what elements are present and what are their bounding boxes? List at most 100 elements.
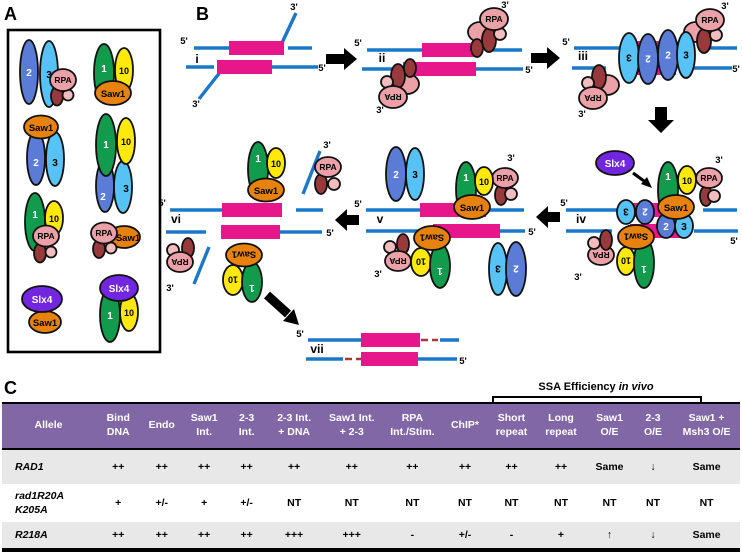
complex-slx4-1-10: 1 10 Slx4 [99, 274, 139, 343]
protein-3-label: 3 [626, 52, 632, 63]
five-prime-label: 5' [459, 356, 467, 367]
value-cell: +/- [226, 484, 267, 522]
col-header-2-3-int-dna: 2-3 Int. + DNA [266, 403, 322, 450]
col-header-2-3-oe: 2-3 O/E [632, 403, 674, 450]
rpa-label: RPA [54, 75, 71, 85]
rpa-oval [90, 221, 118, 245]
step-label-i: i [195, 52, 198, 66]
step-label-vi: vi [171, 212, 181, 226]
rpa-label: RPA [701, 15, 718, 25]
repeat-region [361, 352, 418, 366]
protein-10-label: 10 [121, 137, 131, 147]
protein-10-label: 10 [49, 214, 59, 224]
protein-1-oval [241, 261, 263, 303]
five-prime-label: 5' [296, 329, 304, 340]
col-header-bind-dna: Bind DNA [95, 403, 142, 450]
protein-1-label: 1 [32, 210, 38, 221]
five-prime-label: 5' [354, 199, 362, 210]
three-prime-label: 3' [578, 109, 586, 120]
value-cell: ++ [226, 449, 267, 484]
protein-2-label: 2 [33, 158, 39, 169]
slx4-arrowhead [641, 177, 652, 188]
rpa-label: RPA [389, 256, 406, 266]
col-header-endo: Endo [141, 403, 182, 450]
protein-1-label: 1 [249, 282, 255, 293]
arrow-down [648, 107, 674, 133]
three-prime-label: 3' [507, 153, 515, 164]
col-header-saw1-int-2-3: Saw1 Int. + 2-3 [321, 403, 383, 450]
protein-10-oval [474, 166, 494, 196]
slx4-label: Slx4 [32, 295, 53, 306]
protein-2-oval [19, 39, 39, 105]
step-iv: Slx4 RPA 3 2 10 1 Saw1 RPA 1 [560, 150, 738, 289]
three-prime-label: 3' [323, 140, 331, 151]
protein-2-label: 2 [642, 206, 648, 217]
complex-1-10-2-3: 3 1 10 2 [95, 113, 136, 214]
arrow-right [326, 48, 357, 70]
protein-3-label: 3 [412, 170, 418, 181]
complex-slx4-saw1: Saw1 Slx4 [21, 285, 63, 334]
step-label-v: v [377, 212, 384, 226]
value-cell: NT [321, 484, 383, 522]
protein-3-label: 3 [123, 184, 129, 195]
rpa-oval [695, 8, 725, 32]
rpa-subunit [327, 177, 341, 191]
value-cell: ++ [141, 522, 182, 552]
five-prime-label: 5' [354, 38, 362, 49]
step-label-iii: iii [578, 49, 588, 63]
legend-box [6, 28, 162, 354]
repeat-region [222, 203, 282, 217]
value-cell: ++ [226, 522, 267, 552]
complex-1-10-saw1: 1 10 Saw1 [93, 43, 134, 106]
value-cell: ↓ [632, 449, 674, 484]
value-cell: NT [535, 484, 587, 522]
five-prime-label: 5' [326, 228, 334, 239]
five-prime-label: 5' [560, 198, 568, 209]
value-cell: - [382, 522, 443, 552]
arrow-diagonal-head [283, 309, 299, 325]
value-cell: ++ [442, 449, 488, 484]
value-cell: Same [673, 522, 740, 552]
flap-line [192, 246, 211, 285]
saw1-oval [617, 224, 655, 250]
protein-10-label: 10 [124, 308, 134, 318]
saw1-oval [23, 114, 59, 140]
protein-10-label: 10 [271, 159, 281, 169]
col-header-saw1-oe: Saw1 O/E [586, 403, 633, 450]
rpa-oval [166, 251, 194, 273]
protein-10-label: 10 [228, 275, 238, 285]
three-prime-label: 3' [376, 105, 384, 116]
three-prime-label: 3' [166, 283, 174, 294]
protein-2-label: 2 [26, 68, 32, 79]
rpa-oval [49, 68, 77, 92]
complex-saw1-2-3: 2 3 Saw1 [23, 114, 65, 187]
saw1-label: Saw1 [623, 231, 648, 242]
value-cell: ++ [181, 449, 227, 484]
complex-1-10-rpa: 1 10 RPA [24, 192, 64, 264]
value-cell: NT [632, 484, 674, 522]
protein-3-oval [616, 199, 636, 225]
rpa-oval [378, 85, 408, 109]
value-cell: +++ [266, 522, 322, 552]
rpa-subunit [403, 58, 417, 78]
rpa-oval [479, 7, 509, 31]
rpa-oval [32, 224, 60, 248]
protein-1-label: 1 [641, 263, 647, 274]
arrow-left [536, 206, 560, 228]
value-cell: Same [586, 449, 633, 484]
ssa-bracket [492, 396, 702, 404]
flap-line [279, 12, 298, 46]
slx4-label: Slx4 [605, 159, 626, 170]
saw1-label: Saw1 [460, 203, 485, 214]
col-header-rpa-int-stim: RPA Int./Stim. [382, 403, 443, 450]
protein-10-oval [677, 165, 697, 195]
ssa-efficiency-title: SSA Efficiency in vivo [470, 381, 722, 393]
saw1-label: Saw1 [116, 233, 141, 244]
saw1-oval [413, 225, 451, 251]
rpa-subunit [44, 245, 58, 259]
value-cell: ++ [181, 522, 227, 552]
three-prime-label: 3' [290, 2, 298, 13]
protein-10-label: 10 [682, 176, 692, 186]
slx4-oval [21, 285, 63, 313]
